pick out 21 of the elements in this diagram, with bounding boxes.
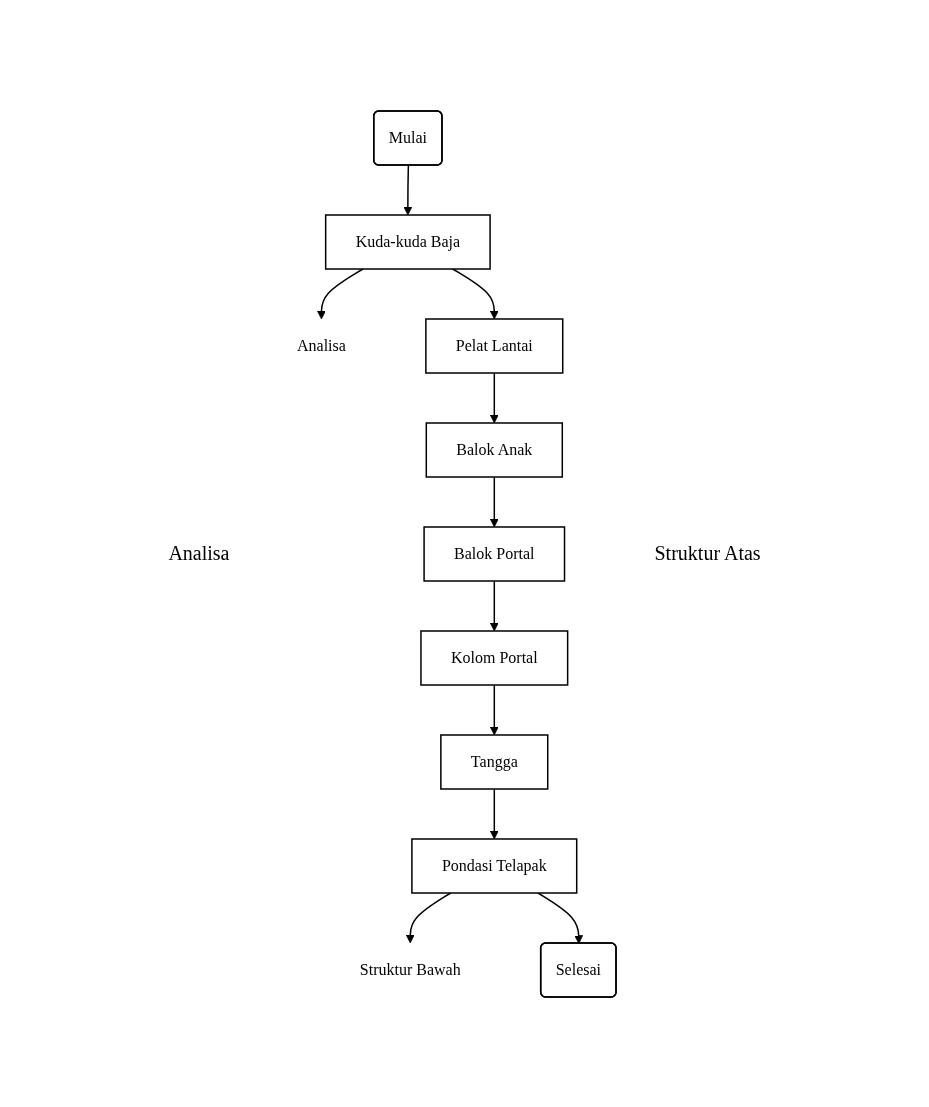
arrow [537,891,584,944]
note-text: Struktur Atas [654,542,761,565]
arrow [317,267,365,319]
arrow [490,787,500,839]
node-box: Kolom Portal [420,629,569,686]
arrow [490,579,500,631]
node-text: Struktur Bawah [360,960,462,978]
node-box: Pondasi Telapak [411,837,578,894]
node-box: Balok Portal [423,525,566,582]
arrow [490,371,500,423]
node-box: Balok Anak [426,421,564,478]
arrow [490,683,500,735]
note-text: Analisa [168,542,230,565]
node-text: Analisa [297,336,347,354]
arrow [403,164,413,215]
arrow [452,267,500,319]
node-box: Kuda-kuda Baja [325,213,492,270]
arrow [490,475,500,527]
node-box: Tangga [440,733,549,790]
node-box: Pelat Lantai [425,317,564,374]
arrow [406,891,452,943]
